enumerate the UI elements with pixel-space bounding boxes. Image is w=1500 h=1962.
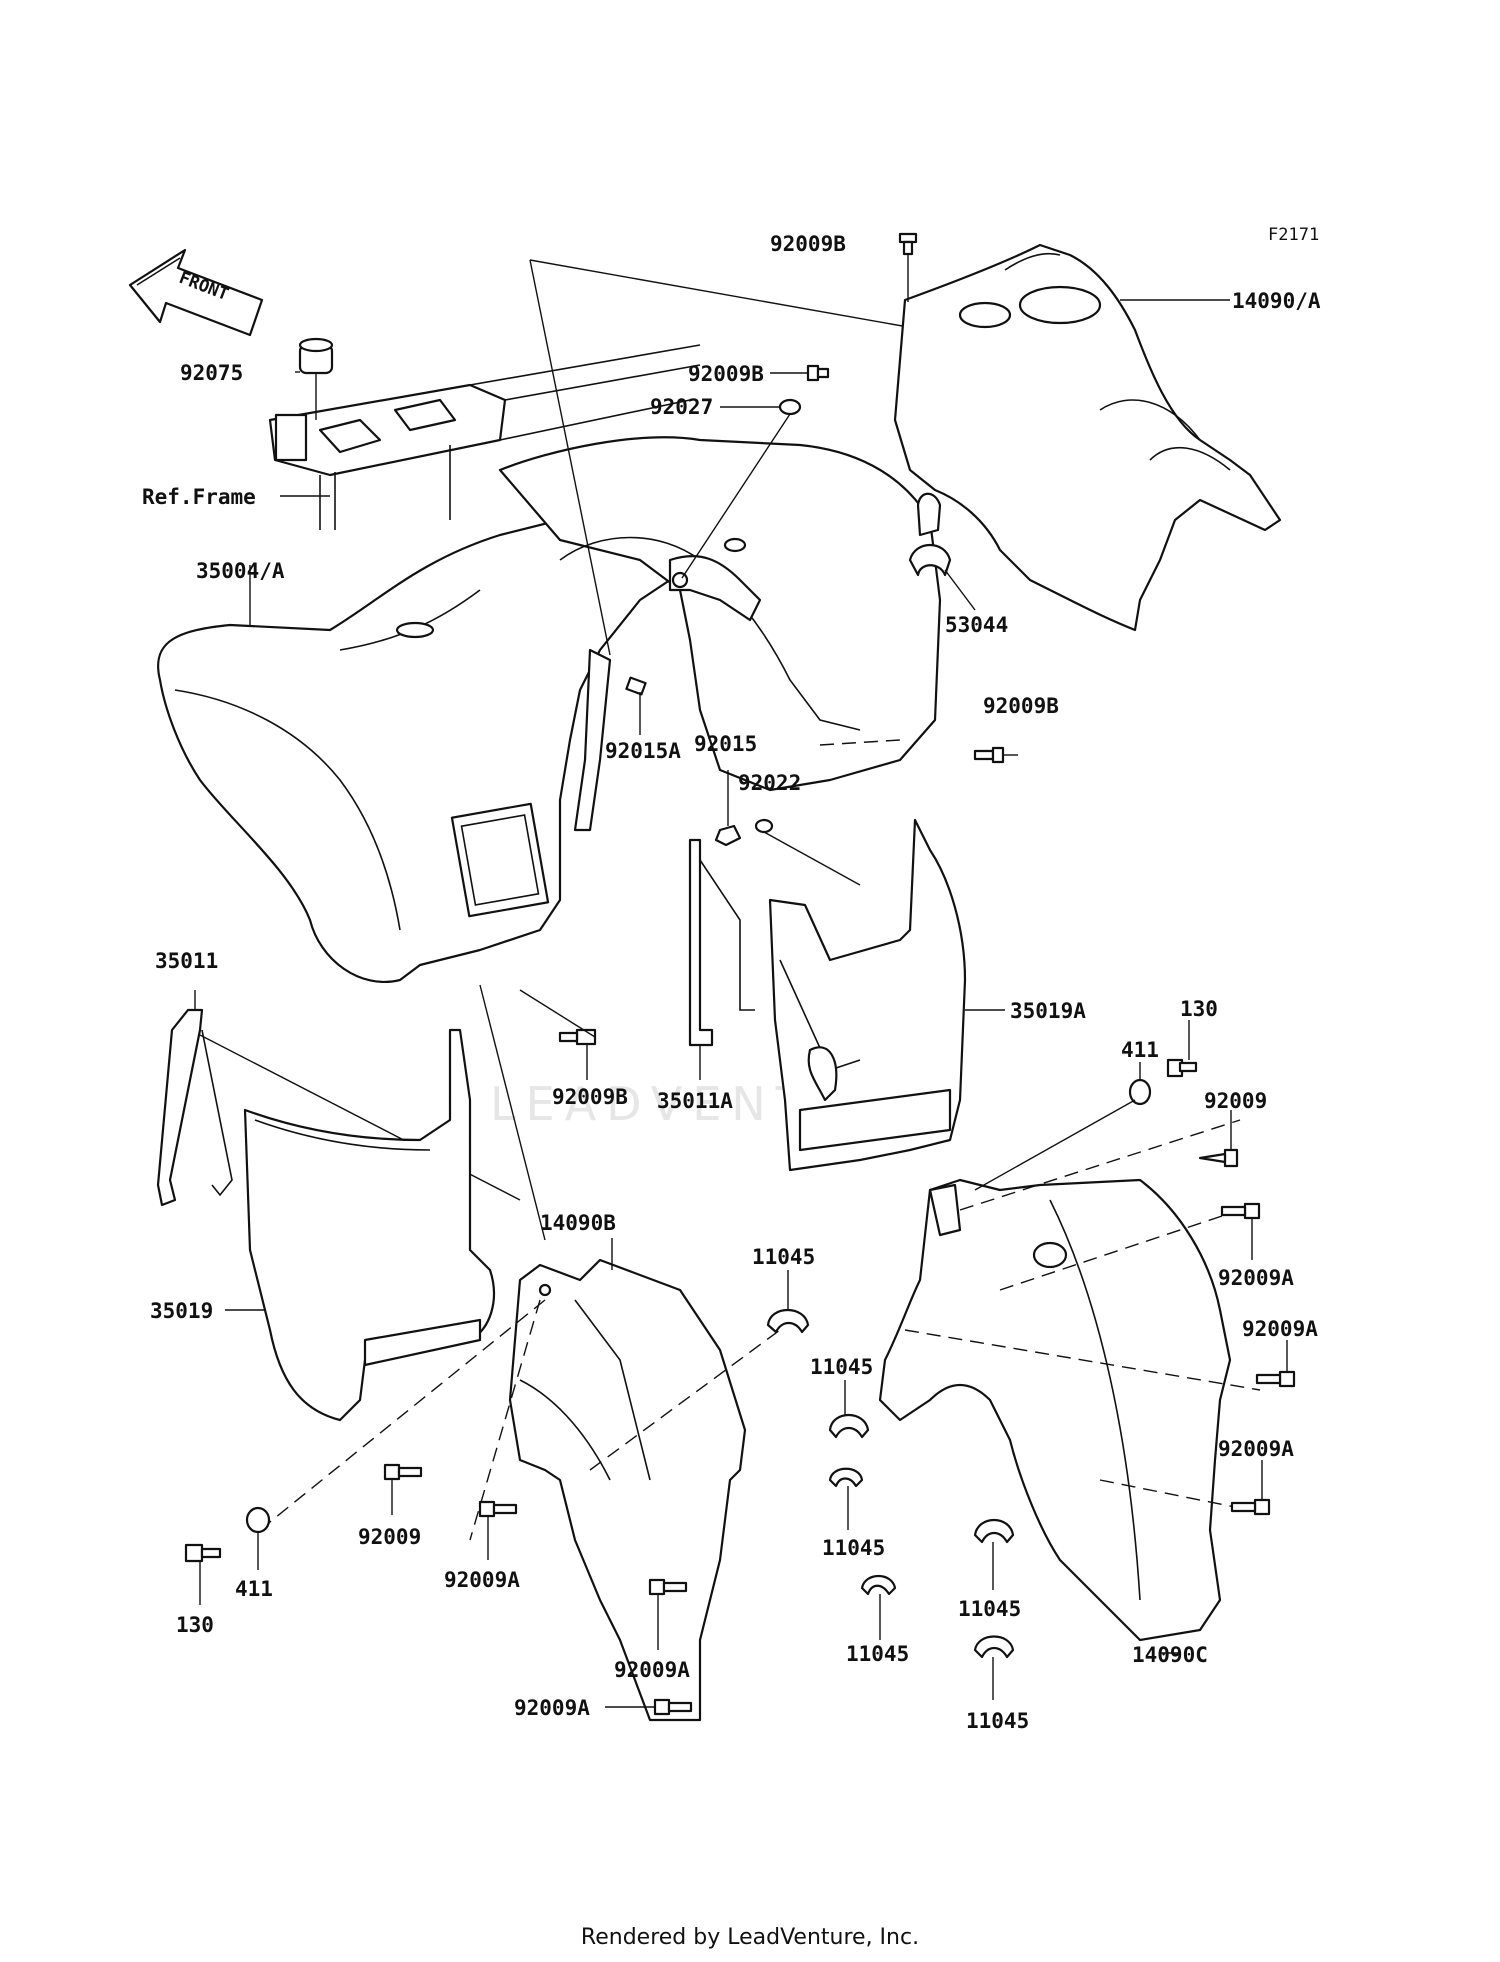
- label-14090c: 14090C: [1132, 1643, 1208, 1667]
- label-92009b-low: 92009B: [552, 1085, 628, 1109]
- clamp-11045-2: [828, 1380, 870, 1439]
- clip-92015a: [625, 676, 647, 735]
- screw-92009b-top: [898, 232, 918, 302]
- label-92009-left: 92009: [358, 1525, 421, 1549]
- screw-92009b-right: [973, 746, 1018, 764]
- screw-92009-right: [1198, 1110, 1239, 1168]
- label-92009a-right-3: 92009A: [1218, 1437, 1294, 1461]
- label-35004a: 35004/A: [196, 559, 285, 583]
- screw-92009b-low: [519, 989, 597, 1080]
- label-130-left: 130: [176, 1613, 214, 1637]
- inner-fender-panel: [498, 436, 942, 792]
- bracket-35011a: [688, 838, 755, 1080]
- mud-guard-35019: [225, 1028, 495, 1422]
- label-11045-2: 11045: [810, 1355, 873, 1379]
- label-92015a: 92015A: [605, 739, 681, 763]
- cover-14090b: [259, 1258, 781, 1722]
- figure-id: F2171: [1268, 225, 1319, 245]
- cover-14090a: [893, 243, 1282, 632]
- clamp-11045-1: [766, 1270, 810, 1334]
- label-11045-6: 11045: [966, 1709, 1029, 1733]
- label-92075: 92075: [180, 361, 243, 385]
- screw-92009-left: [383, 1463, 423, 1515]
- label-92009a-mid: 92009A: [614, 1658, 690, 1682]
- screw-92009a-bottom: [605, 1698, 693, 1716]
- label-92009a-right-2: 92009A: [1242, 1317, 1318, 1341]
- label-92009a-right-1: 92009A: [1218, 1266, 1294, 1290]
- label-11045-1: 11045: [752, 1245, 815, 1269]
- label-130-right: 130: [1180, 997, 1218, 1021]
- label-11045-4: 11045: [958, 1597, 1021, 1621]
- label-92009b-top: 92009B: [770, 232, 846, 256]
- bolt-130-right: [1166, 1020, 1198, 1078]
- label-ref-frame: Ref.Frame: [142, 485, 256, 509]
- washer-92022: [754, 818, 861, 886]
- bracket-35011: [156, 990, 521, 1207]
- label-92027: 92027: [650, 395, 713, 419]
- front-arrow-icon: FRONT: [128, 248, 264, 337]
- ref-frame-drawing: [268, 344, 701, 530]
- nut-92015: [714, 770, 742, 847]
- label-92009-right: 92009: [1204, 1089, 1267, 1113]
- washer-411-right: [974, 1062, 1152, 1191]
- cover-14090c: [878, 1119, 1261, 1642]
- label-35019: 35019: [150, 1299, 213, 1323]
- screw-92009a-right-2: [1255, 1340, 1296, 1388]
- grommet-92075: [298, 337, 334, 420]
- clamp-11045-5: [860, 1574, 897, 1640]
- label-92009a-bottom: 92009A: [514, 1696, 590, 1720]
- label-411-left: 411: [235, 1577, 273, 1601]
- label-35011: 35011: [155, 949, 218, 973]
- screw-92009a-left: [478, 1500, 518, 1560]
- screw-92009b-mid: [770, 364, 830, 382]
- screw-92009a-right-1: [1220, 1202, 1261, 1260]
- ref-line-left: [529, 259, 611, 656]
- footer-credit: Rendered by LeadVenture, Inc.: [580, 1925, 920, 1950]
- label-35019a: 35019A: [1010, 999, 1086, 1023]
- label-14090b: 14090B: [540, 1211, 616, 1235]
- clamp-11045-6: [973, 1635, 1015, 1700]
- label-53044: 53044: [945, 613, 1008, 637]
- clamp-11045-3: [828, 1467, 864, 1530]
- mud-guard-35019a: [768, 818, 1005, 1172]
- clamp-11045-4: [973, 1519, 1015, 1590]
- washer-92027: [681, 398, 802, 579]
- ref-line-fender: [479, 984, 546, 1241]
- label-11045-5: 11045: [846, 1642, 909, 1666]
- ref-line-top: [529, 259, 926, 331]
- label-35011a: 35011A: [657, 1089, 733, 1113]
- label-14090a: 14090/A: [1232, 289, 1321, 313]
- label-92009b-right: 92009B: [983, 694, 1059, 718]
- label-92009b-mid: 92009B: [688, 362, 764, 386]
- label-92015: 92015: [694, 732, 757, 756]
- bolt-130-left: [184, 1543, 222, 1605]
- label-11045-3: 11045: [822, 1536, 885, 1560]
- label-92022: 92022: [738, 771, 801, 795]
- screw-92009a-mid: [648, 1578, 688, 1650]
- label-411-right: 411: [1121, 1038, 1159, 1062]
- washer-411-left: [245, 1506, 271, 1570]
- clip-53044: [908, 544, 976, 611]
- label-92009a-left: 92009A: [444, 1568, 520, 1592]
- screw-92009a-right-3: [1230, 1460, 1271, 1516]
